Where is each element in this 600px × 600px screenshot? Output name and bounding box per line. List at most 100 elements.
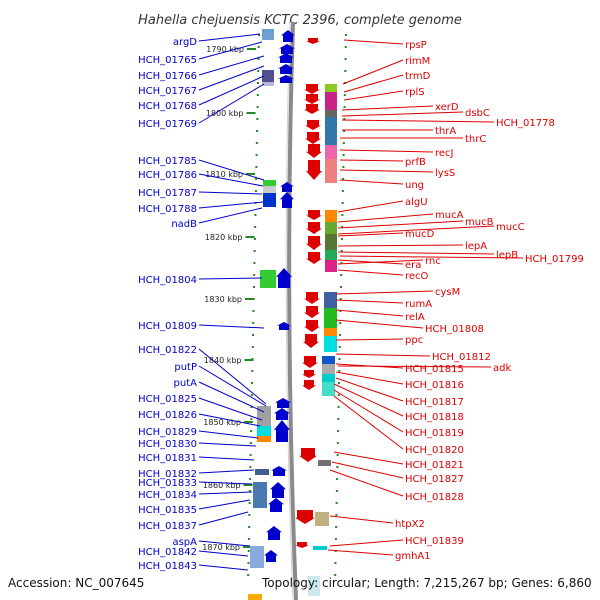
gene-label[interactable]: rpsP — [405, 40, 427, 51]
gene-block[interactable] — [324, 328, 337, 336]
gene-block[interactable] — [315, 512, 329, 526]
gene-label[interactable]: HCH_01809 — [138, 321, 197, 332]
gene-arrow[interactable] — [304, 320, 320, 332]
gene-arrow[interactable] — [304, 104, 320, 114]
gene-block[interactable] — [255, 469, 269, 475]
gene-label[interactable]: ppc — [405, 335, 423, 346]
gene-arrow[interactable] — [271, 466, 287, 476]
gene-block[interactable] — [325, 234, 337, 250]
gene-label[interactable]: HCH_01831 — [138, 453, 197, 464]
gene-arrow[interactable] — [280, 182, 294, 192]
gene-arrow[interactable] — [306, 144, 322, 158]
gene-block[interactable] — [322, 356, 335, 364]
gene-block[interactable] — [257, 436, 271, 442]
gene-block[interactable] — [325, 117, 337, 145]
gene-label[interactable]: ung — [405, 180, 424, 191]
gene-block[interactable] — [262, 29, 274, 40]
gene-label[interactable]: putA — [174, 378, 198, 389]
gene-arrow[interactable] — [302, 380, 316, 390]
gene-label[interactable]: thrC — [465, 134, 486, 145]
gene-arrow[interactable] — [306, 252, 322, 264]
gene-block[interactable] — [248, 594, 262, 600]
gene-label[interactable]: HCH_01834 — [138, 490, 197, 501]
gene-block[interactable] — [325, 260, 337, 272]
gene-arrow[interactable] — [299, 448, 317, 462]
gene-label[interactable]: HCH_01833 — [138, 478, 197, 489]
gene-block[interactable] — [250, 546, 264, 568]
gene-arrow[interactable] — [306, 236, 322, 250]
gene-label[interactable]: HCH_01830 — [138, 439, 197, 450]
gene-label[interactable]: adk — [493, 363, 511, 374]
gene-block[interactable] — [257, 426, 271, 436]
gene-block[interactable] — [322, 382, 335, 396]
gene-label[interactable]: HCH_01766 — [138, 71, 197, 82]
gene-block[interactable] — [318, 460, 331, 466]
gene-label[interactable]: HCH_01826 — [138, 410, 197, 421]
gene-label[interactable]: HCH_01821 — [405, 460, 464, 471]
gene-label[interactable]: HCH_01818 — [405, 412, 464, 423]
gene-label[interactable]: HCH_01804 — [138, 275, 197, 286]
gene-label[interactable]: htpX2 — [395, 519, 425, 530]
gene-label[interactable]: relA — [405, 312, 425, 323]
gene-block[interactable] — [262, 82, 274, 86]
gene-label[interactable]: HCH_01768 — [138, 101, 197, 112]
gene-label[interactable]: HCH_01843 — [138, 561, 197, 572]
gene-arrow[interactable] — [281, 30, 295, 42]
gene-arrow[interactable] — [279, 44, 295, 54]
gene-arrow[interactable] — [278, 75, 294, 83]
gene-block[interactable] — [257, 406, 271, 426]
gene-arrow[interactable] — [274, 420, 290, 442]
gene-arrow[interactable] — [275, 398, 291, 408]
gene-label[interactable]: HCH_01815 — [405, 364, 464, 375]
gene-label[interactable]: recJ — [435, 148, 454, 159]
gene-label[interactable]: HCH_01819 — [405, 428, 464, 439]
gene-block[interactable] — [325, 92, 337, 110]
gene-label[interactable]: HCH_01785 — [138, 156, 197, 167]
gene-label[interactable]: HCH_01842 — [138, 547, 197, 558]
gene-block[interactable] — [322, 374, 335, 382]
gene-label[interactable]: HCH_01778 — [496, 118, 555, 129]
gene-arrow[interactable] — [276, 268, 292, 288]
gene-arrow[interactable] — [306, 160, 322, 180]
gene-label[interactable]: HCH_01820 — [405, 445, 464, 456]
gene-label[interactable]: HCH_01767 — [138, 86, 197, 97]
gene-label[interactable]: rnc — [425, 256, 441, 267]
gene-label[interactable]: HCH_01832 — [138, 469, 197, 480]
gene-label[interactable]: HCH_01839 — [405, 536, 464, 547]
gene-label[interactable]: HCH_01822 — [138, 345, 197, 356]
gene-arrow[interactable] — [268, 498, 284, 512]
gene-arrow[interactable] — [278, 64, 294, 74]
gene-block[interactable] — [262, 70, 274, 82]
gene-label[interactable]: cysM — [435, 287, 460, 298]
gene-label[interactable]: mucA — [435, 210, 464, 221]
gene-block[interactable] — [324, 308, 337, 328]
gene-label[interactable]: xerD — [435, 102, 459, 113]
gene-label[interactable]: lepB — [496, 250, 518, 261]
gene-arrow[interactable] — [304, 84, 320, 94]
gene-arrow[interactable] — [306, 38, 320, 44]
gene-block[interactable] — [325, 159, 337, 183]
gene-arrow[interactable] — [295, 510, 315, 524]
gene-label[interactable]: HCH_01837 — [138, 521, 197, 532]
gene-label[interactable]: prfB — [405, 157, 426, 168]
gene-label[interactable]: HCH_01808 — [425, 324, 484, 335]
gene-arrow[interactable] — [266, 526, 282, 540]
gene-block[interactable] — [325, 145, 337, 159]
gene-label[interactable]: recO — [405, 271, 429, 282]
gene-label[interactable]: putP — [174, 362, 197, 373]
gene-arrow[interactable] — [270, 482, 286, 498]
gene-arrow[interactable] — [304, 292, 320, 304]
gene-block[interactable] — [253, 482, 267, 508]
gene-label[interactable]: HCH_01788 — [138, 204, 197, 215]
gene-label[interactable]: mucD — [405, 229, 435, 240]
gene-arrow[interactable] — [295, 542, 309, 548]
gene-arrow[interactable] — [274, 408, 290, 420]
gene-arrow[interactable] — [303, 334, 319, 348]
gene-label[interactable]: HCH_01816 — [405, 380, 464, 391]
gene-label[interactable]: HCH_01827 — [405, 474, 464, 485]
gene-label[interactable]: HCH_01769 — [138, 119, 197, 130]
gene-label[interactable]: aspA — [172, 537, 197, 548]
gene-label[interactable]: algU — [405, 197, 428, 208]
gene-label[interactable]: rimM — [405, 56, 430, 67]
gene-block[interactable] — [313, 546, 327, 550]
